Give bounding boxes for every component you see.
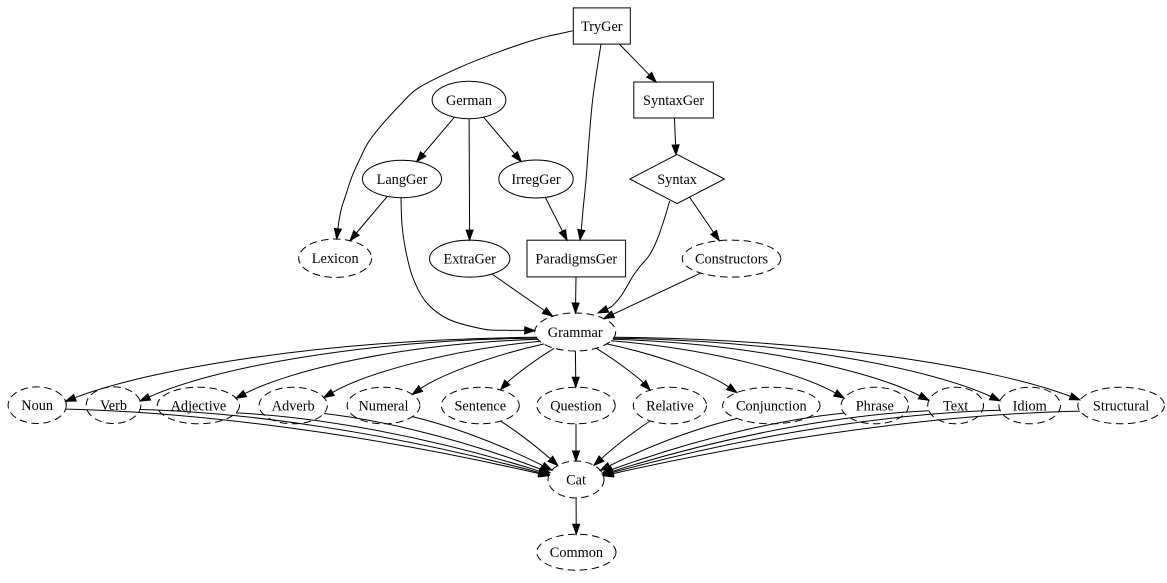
svg-text:Phrase: Phrase [856, 398, 894, 414]
svg-text:Text: Text [943, 398, 968, 414]
svg-text:TryGer: TryGer [581, 19, 623, 35]
svg-text:Idiom: Idiom [1013, 398, 1047, 414]
svg-text:Syntax: Syntax [657, 172, 697, 188]
svg-text:Cat: Cat [566, 472, 586, 488]
svg-text:Sentence: Sentence [454, 398, 506, 414]
svg-text:Numeral: Numeral [358, 398, 408, 414]
svg-text:Structural: Structural [1093, 398, 1149, 414]
svg-text:Common: Common [550, 545, 603, 561]
svg-text:IrregGer: IrregGer [511, 172, 560, 188]
svg-text:German: German [446, 93, 492, 109]
svg-text:Adjective: Adjective [171, 398, 227, 414]
svg-text:Constructors: Constructors [695, 252, 769, 268]
svg-text:ParadigmsGer: ParadigmsGer [535, 251, 617, 267]
svg-text:Grammar: Grammar [548, 325, 603, 341]
svg-text:Conjunction: Conjunction [736, 398, 807, 414]
svg-text:Adverb: Adverb [272, 398, 315, 414]
svg-text:SyntaxGer: SyntaxGer [643, 93, 704, 109]
svg-text:ExtraGer: ExtraGer [443, 252, 496, 268]
svg-text:LangGer: LangGer [377, 172, 428, 188]
svg-text:Question: Question [550, 398, 602, 414]
svg-text:Lexicon: Lexicon [312, 251, 359, 267]
svg-text:Noun: Noun [21, 398, 53, 414]
svg-text:Relative: Relative [646, 398, 694, 414]
